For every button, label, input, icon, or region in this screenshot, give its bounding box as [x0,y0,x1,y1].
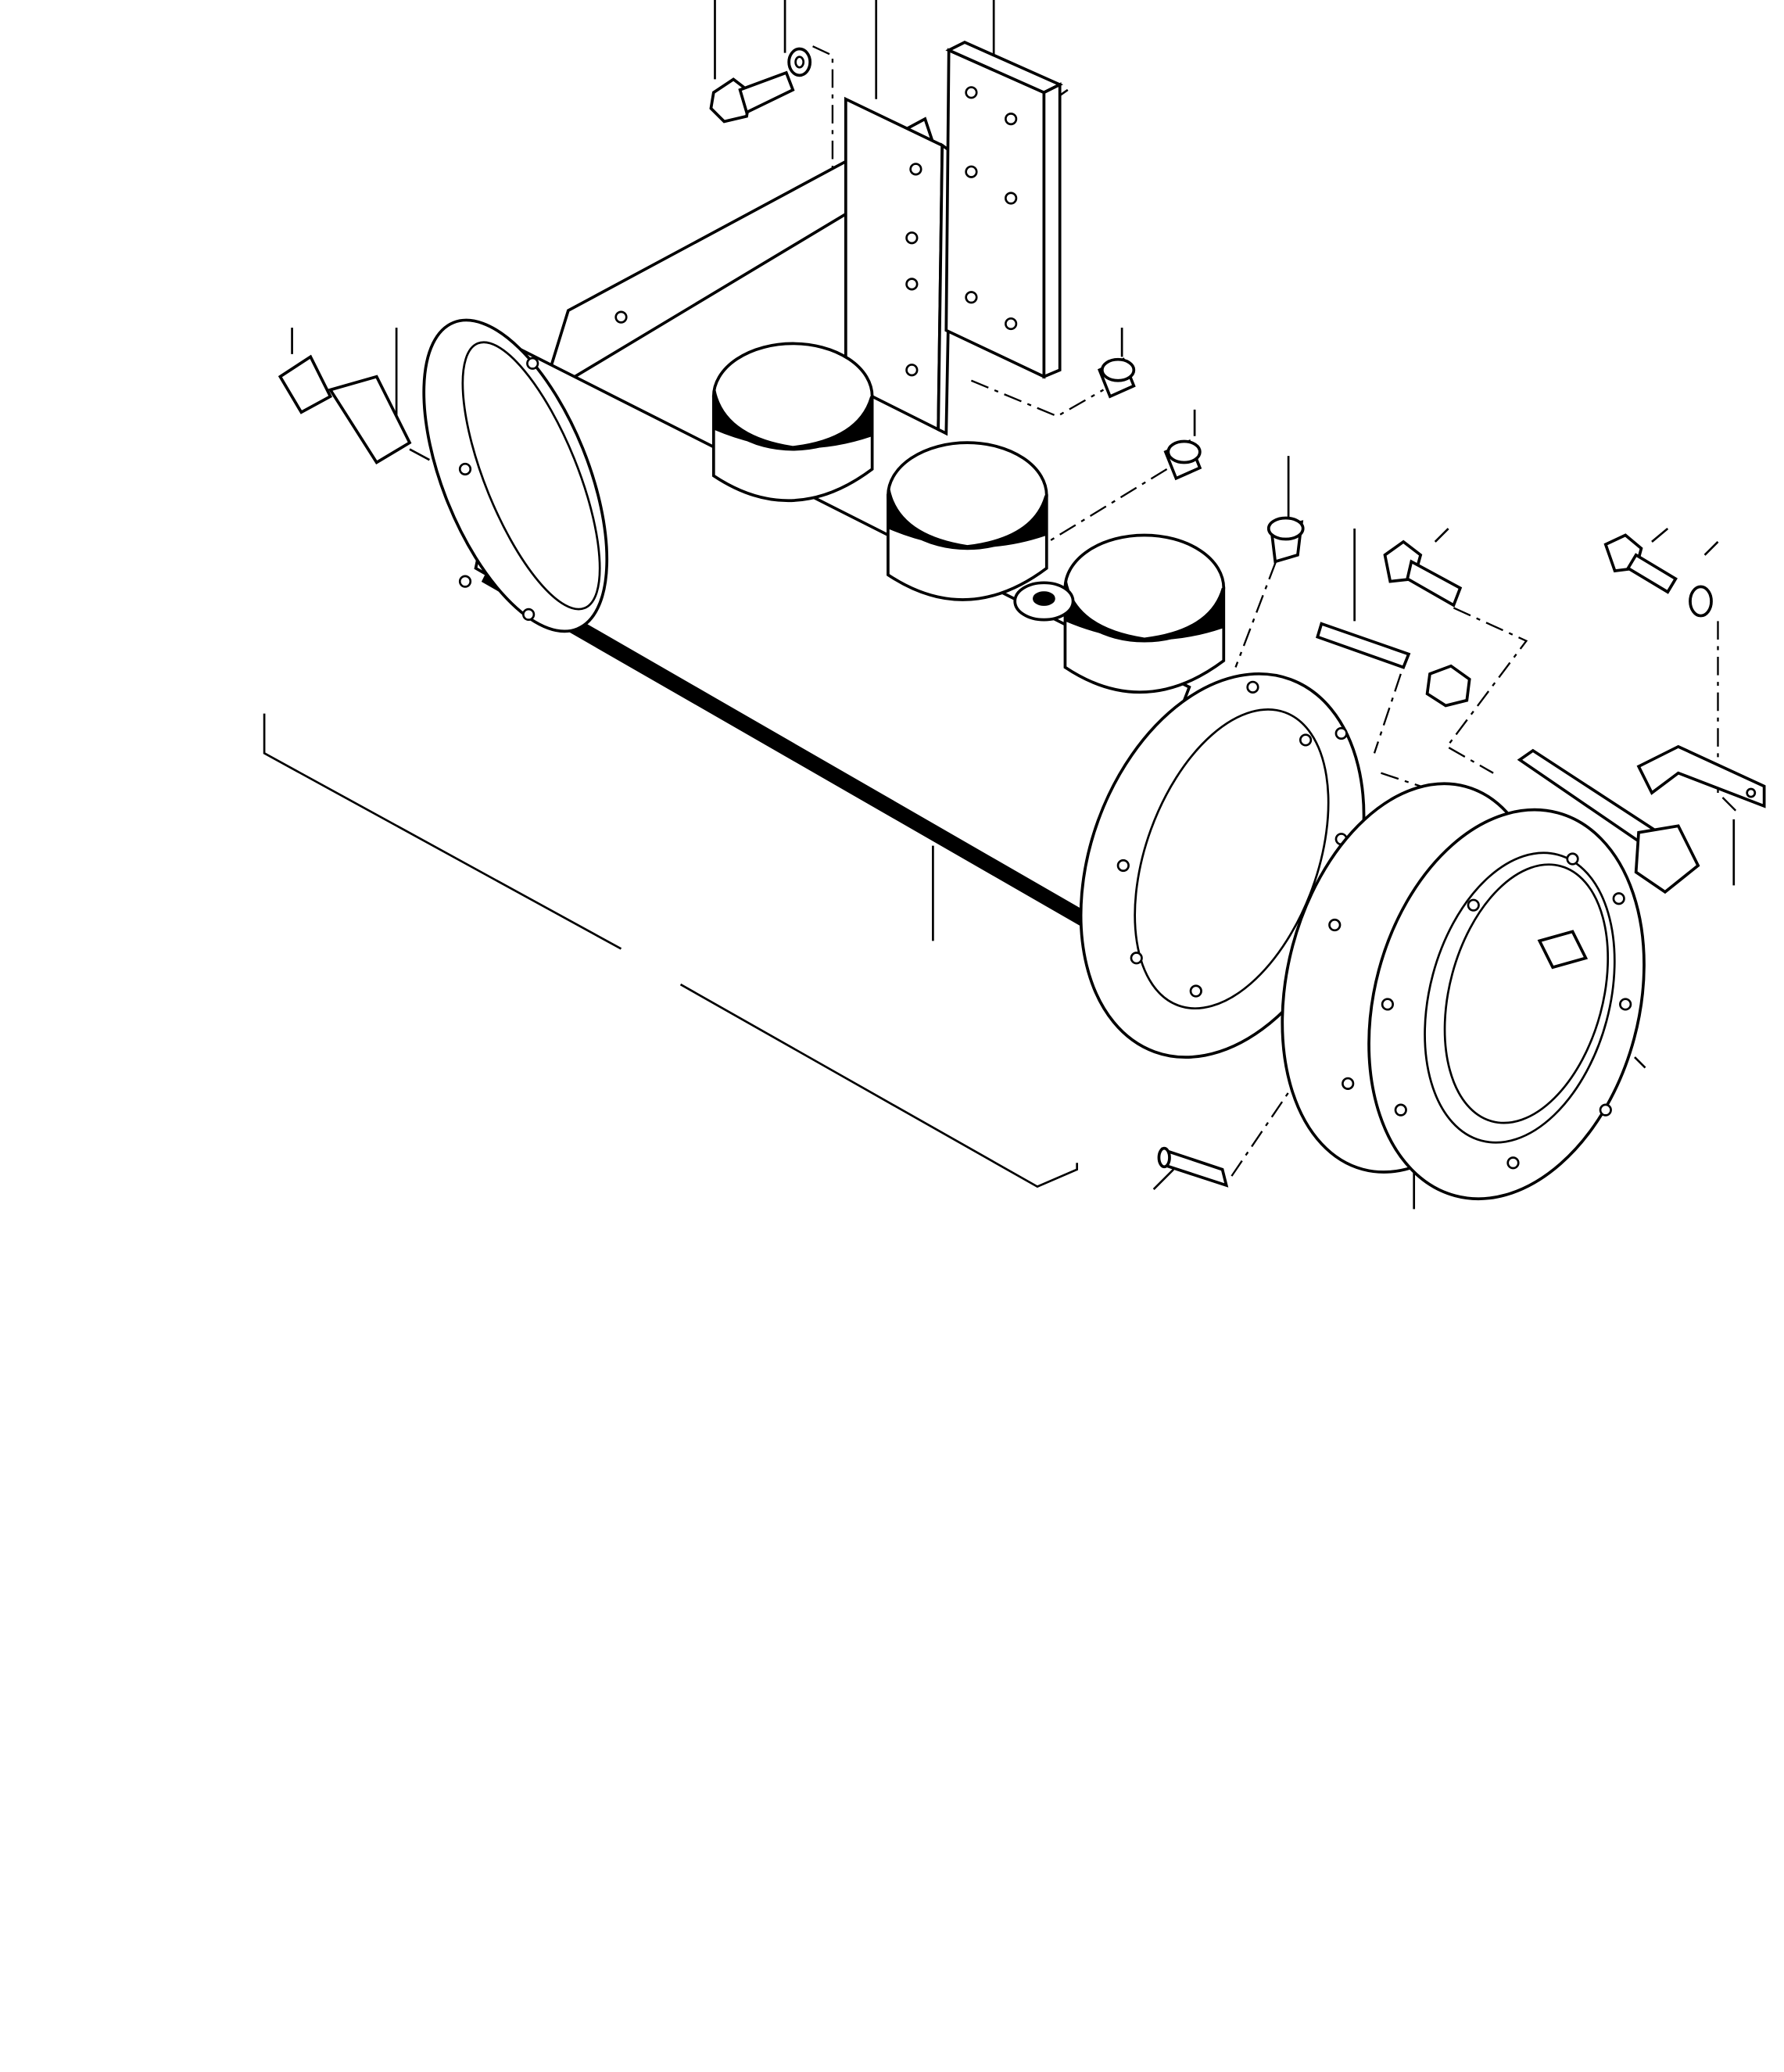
stud [1316,622,1411,669]
plug-2 [1163,439,1202,481]
mounting-plate-large [944,41,1064,379]
nut [1425,664,1471,708]
flange-bolt-holes [458,310,628,621]
lever [1517,748,1700,894]
cup-1 [711,342,874,502]
bolt-right-2 [1603,533,1678,594]
plug-3 [1266,516,1305,564]
valve-housing [1281,782,1646,1201]
cup-3 [1063,533,1226,694]
washer-right [1689,585,1713,618]
bolt-top [709,70,795,124]
leader-lines [263,0,1736,1210]
washer-top [787,47,812,77]
boss-nut [1013,581,1075,622]
bracket-right [1636,744,1766,808]
cup-2 [887,441,1048,601]
fitting-left [278,354,431,465]
pin [1157,1146,1229,1188]
plug-1 [1097,357,1136,399]
bolt-right-1 [1383,540,1463,608]
left-flange [422,310,628,633]
